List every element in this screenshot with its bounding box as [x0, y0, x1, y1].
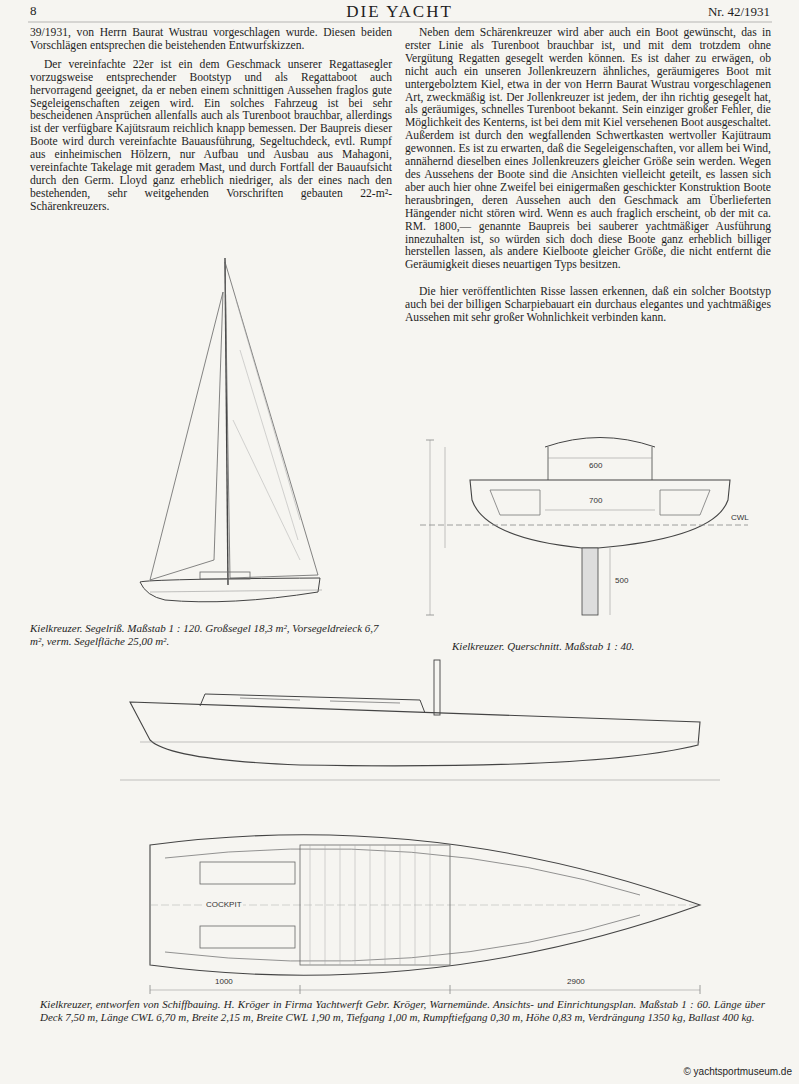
figure-caption: Kielkreuzer, entworfen von Schiffbauing.…: [40, 998, 765, 1023]
figure-caption: Kielkreuzer. Segelriß. Maßstab 1 : 120. …: [30, 622, 380, 647]
dimension-label: 500: [614, 576, 629, 585]
body-paragraph: 39/1931, von Herrn Baurat Wustrau vorges…: [30, 27, 392, 53]
dimension-label: 700: [588, 496, 603, 505]
dimension-label: 600: [588, 461, 603, 470]
page-title: DIE YACHT: [0, 2, 799, 22]
dimension-label: 1000: [214, 977, 234, 986]
text-column: 39/1931, von Herrn Baurat Wustrau vorges…: [30, 27, 392, 220]
text-column: Neben dem Schärenkreuzer wird aber auch …: [405, 27, 771, 331]
figure-caption: Kielkreuzer. Querschnitt. Maßstab 1 : 40…: [452, 640, 772, 653]
watermark: © yachtsportmuseum.de: [640, 1066, 792, 1078]
page-number: 8: [30, 4, 70, 19]
dimension-label: COCKPIT: [205, 900, 243, 909]
body-paragraph: Der vereinfachte 22er ist ein dem Geschm…: [30, 59, 392, 214]
issue-number: Nr. 42/1931: [640, 5, 770, 20]
body-paragraph: Neben dem Schärenkreuzer wird aber auch …: [405, 27, 771, 272]
dimension-label: CWL: [730, 513, 750, 522]
dimension-label: 2900: [566, 977, 586, 986]
body-paragraph: Die hier veröffentlichten Risse lassen e…: [405, 286, 771, 325]
